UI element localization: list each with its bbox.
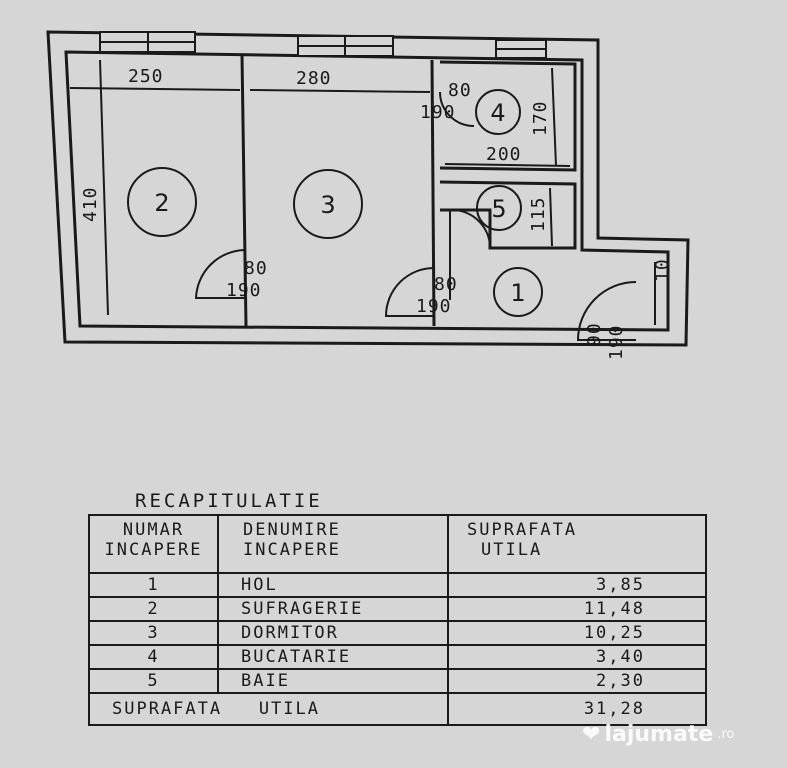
dim-room2-door-h: 190 (226, 280, 262, 301)
row-number: 1 (88, 572, 219, 598)
door-swing-room1 (384, 267, 435, 317)
table-row: 1 HOL 3,85 (88, 572, 707, 598)
header-room-name-line2: INCAPERE (243, 540, 341, 560)
table-row: 4 BUCATARIE 3,40 (88, 644, 707, 670)
dim-room2-width: 250 (128, 66, 164, 87)
dim-room1-door-h: 190 (416, 296, 452, 317)
row-number: 4 (88, 644, 219, 670)
door-swing-room4 (439, 91, 475, 127)
recap-table: NUMAR INCAPERE DENUMIRE INCAPERE SUPRAFA… (88, 514, 707, 726)
table-row: 3 DORMITOR 10,25 (88, 620, 707, 646)
wall-3-kitchen (430, 59, 436, 327)
room-circle-5 (476, 185, 522, 231)
wall-2-3 (240, 54, 248, 327)
watermark-suffix: .ro (717, 727, 735, 742)
row-number: 5 (88, 668, 219, 694)
door-swing-room5 (451, 209, 491, 249)
header-area-line2: UTILA (481, 540, 543, 560)
dim-room2-door-w: 80 (244, 258, 268, 279)
dim-room3-width: 280 (296, 68, 332, 89)
dim-line-250 (69, 87, 241, 91)
room-circle-2 (127, 167, 197, 237)
room-label-4: 4 (490, 99, 505, 127)
header-area: SUPRAFATA UTILA (447, 514, 707, 574)
dim-line-115 (549, 187, 553, 247)
dim-line-170 (551, 67, 557, 167)
bath-outline (439, 180, 577, 250)
heart-check-icon: ❤ (582, 722, 601, 747)
watermark: ❤ lajumate.ro (582, 722, 734, 747)
room-circle-4 (475, 89, 521, 135)
outer-wall (46, 30, 690, 347)
kitchen-outline (439, 60, 577, 172)
inner-outline (64, 50, 670, 332)
dim-room4-height: 170 (530, 100, 551, 136)
room-label-1: 1 (510, 279, 525, 307)
row-area: 11,48 (447, 596, 707, 622)
total-row: SUPRAFATA UTILA 31,28 (88, 692, 707, 726)
dim-line-280 (249, 89, 431, 93)
row-name: HOL (217, 572, 449, 598)
row-number: 2 (88, 596, 219, 622)
window-room4 (495, 39, 547, 59)
dim-room5-height: 115 (528, 196, 549, 232)
header-room-number: NUMAR INCAPERE (88, 514, 219, 574)
window-room2 (99, 31, 196, 53)
watermark-text: lajumate (604, 722, 714, 747)
dim-entry-side: 10 (652, 258, 673, 282)
header-area-line1: SUPRAFATA (467, 520, 578, 540)
row-name: BAIE (217, 668, 449, 694)
header-room-name: DENUMIRE INCAPERE (217, 514, 449, 574)
row-area: 3,85 (447, 572, 707, 598)
dim-entry-door-h: 190 (606, 324, 627, 360)
total-label: SUPRAFATA UTILA (88, 692, 449, 726)
table-row: 2 SUFRAGERIE 11,48 (88, 596, 707, 622)
floor-plan: 2 3 4 5 1 250 280 410 80 190 170 200 115… (46, 30, 690, 360)
recap-title: RECAPITULATIE (135, 490, 323, 512)
dim-room1-door-w: 80 (434, 274, 458, 295)
row-area: 3,40 (447, 644, 707, 670)
dim-room2-height: 410 (80, 186, 101, 222)
header-room-name-line1: DENUMIRE (243, 520, 341, 540)
room-label-3: 3 (320, 191, 335, 219)
row-area: 10,25 (447, 620, 707, 646)
room-circle-1 (493, 267, 543, 317)
dim-room4-width: 200 (486, 144, 522, 165)
dim-room4-door-w: 80 (448, 80, 472, 101)
row-number: 3 (88, 620, 219, 646)
dim-entry-door-w: 90 (584, 322, 605, 346)
door-swing-entry (576, 281, 637, 341)
total-value: 31,28 (447, 692, 707, 726)
window-room3 (297, 35, 394, 57)
row-area: 2,30 (447, 668, 707, 694)
row-name: BUCATARIE (217, 644, 449, 670)
recap-header-row: NUMAR INCAPERE DENUMIRE INCAPERE SUPRAFA… (88, 514, 707, 574)
dim-line-200 (444, 163, 571, 167)
table-row: 5 BAIE 2,30 (88, 668, 707, 694)
room-label-2: 2 (154, 189, 169, 217)
room-circle-3 (293, 169, 363, 239)
row-name: DORMITOR (217, 620, 449, 646)
header-room-number-line1: NUMAR (122, 520, 185, 540)
dim-room4-door-h: 190 (420, 102, 456, 123)
door-swing-room2 (194, 249, 246, 299)
header-room-number-line2: INCAPERE (104, 540, 203, 560)
row-name: SUFRAGERIE (217, 596, 449, 622)
dim-line-410 (99, 59, 109, 316)
room-label-5: 5 (491, 195, 506, 223)
